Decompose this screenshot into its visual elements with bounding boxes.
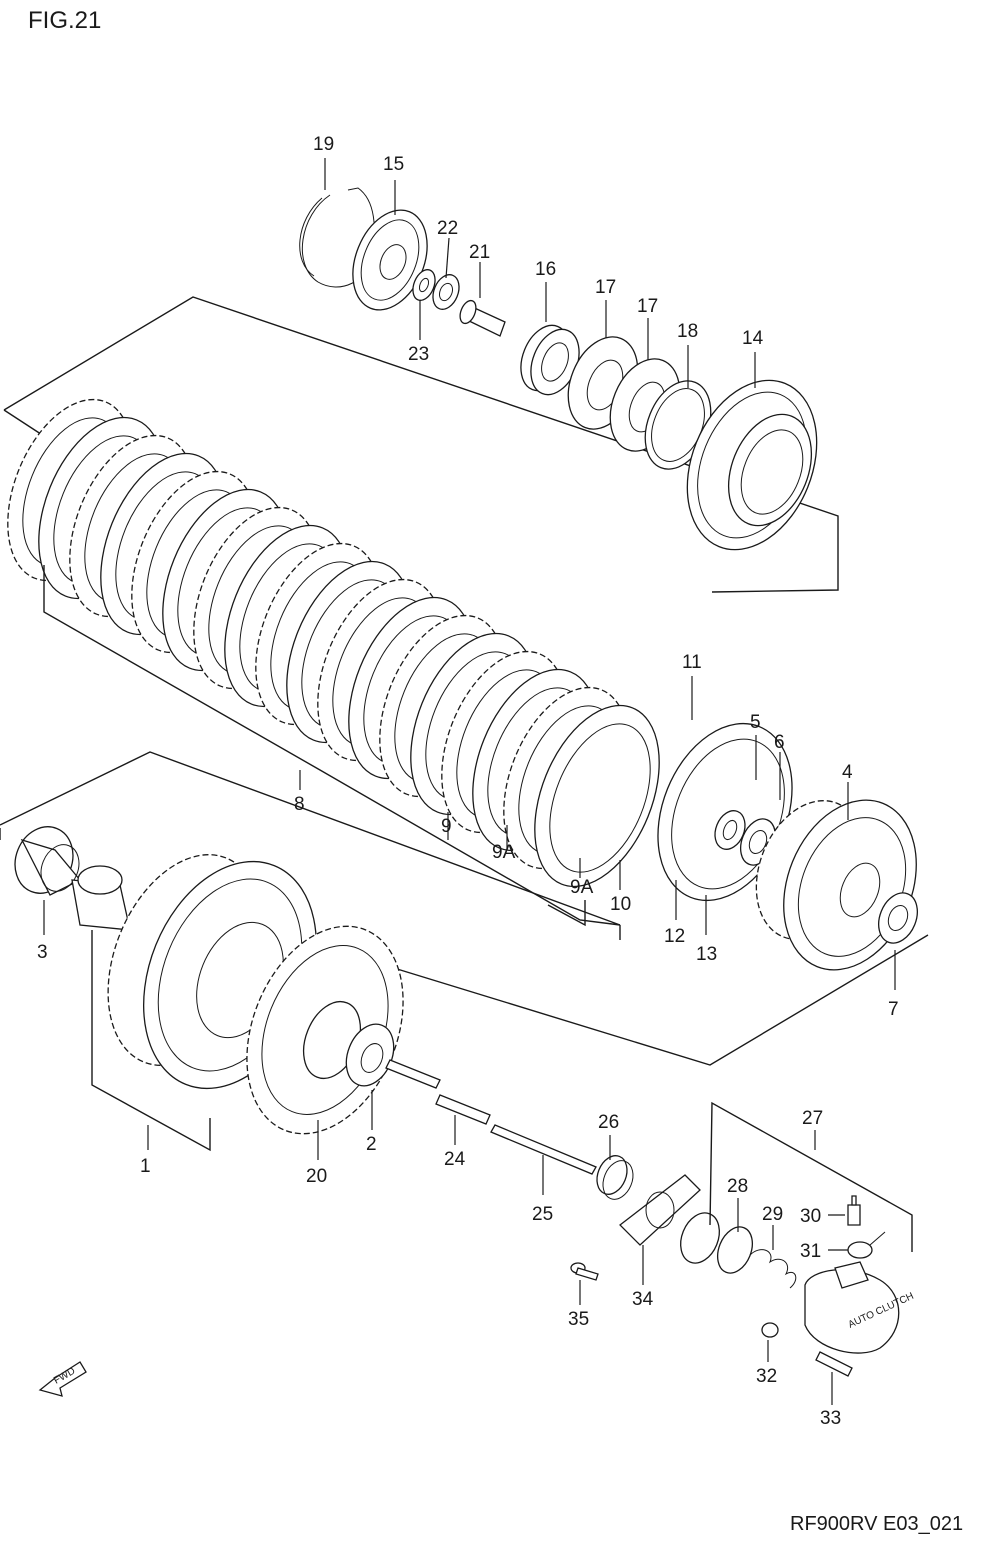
pin-21	[459, 299, 506, 337]
part-label-13: 13	[696, 944, 717, 965]
part-label-33: 33	[820, 1408, 841, 1429]
figure-code: RF900RV E03_021	[790, 1513, 963, 1535]
part-label-31: 31	[800, 1241, 821, 1262]
part-label-18: 18	[677, 321, 698, 342]
part-label-28: 28	[727, 1176, 748, 1197]
part-label-35: 35	[568, 1309, 589, 1330]
part-label-14: 14	[742, 328, 764, 349]
piston-26	[596, 1155, 634, 1200]
slave-cylinder-27: AUTO CLUTCH	[804, 1261, 916, 1354]
part-label-27: 27	[802, 1108, 823, 1129]
clutch-assembly-bracket	[0, 751, 929, 1066]
part-label-29: 29	[762, 1204, 783, 1225]
part-label-9a-2: 9A	[570, 877, 594, 898]
part-label-9a-1: 9A	[492, 842, 516, 863]
part-label-16: 16	[535, 259, 556, 280]
part-label-22: 22	[437, 218, 458, 239]
push-rod-24	[385, 1059, 491, 1125]
part-label-2: 2	[366, 1134, 377, 1155]
seal-28	[680, 1212, 753, 1274]
fwd-arrow-icon: FWD	[38, 1361, 87, 1397]
cap-32	[761, 1322, 779, 1338]
bolt-33	[815, 1351, 853, 1377]
sleeve-1a	[71, 865, 131, 931]
release-bearing-16	[520, 324, 580, 396]
part-label-25: 25	[532, 1204, 553, 1225]
part-label-17b: 17	[637, 296, 658, 317]
part-label-23: 23	[408, 344, 429, 365]
washer-23	[412, 269, 436, 301]
part-label-6: 6	[774, 732, 785, 753]
part-label-12: 12	[664, 926, 685, 947]
part-label-26: 26	[598, 1112, 619, 1133]
push-rod-25	[490, 1124, 597, 1175]
part-label-21: 21	[469, 242, 490, 263]
clutch-plate	[534, 704, 660, 888]
clutch-plates-stack	[7, 398, 660, 888]
bracket-27	[709, 1101, 913, 1252]
bolt-35	[570, 1262, 599, 1281]
bearing-22	[432, 274, 460, 310]
part-label-5: 5	[750, 712, 761, 733]
part-label-8: 8	[294, 794, 305, 815]
part-label-1: 1	[140, 1156, 151, 1177]
figure-title: FIG.21	[28, 7, 101, 34]
spring-29	[749, 1249, 797, 1289]
gasket-34	[619, 1174, 701, 1246]
part-label-30: 30	[800, 1206, 821, 1227]
part-label-10: 10	[610, 894, 631, 915]
part-label-20: 20	[306, 1166, 327, 1187]
part-label-11: 11	[682, 652, 702, 673]
part-label-7: 7	[888, 999, 899, 1020]
clutch-plate-inner	[549, 723, 651, 873]
clutch-plate-14	[686, 379, 818, 551]
part-label-15: 15	[383, 154, 404, 175]
washer-7	[878, 892, 918, 944]
part-label-34: 34	[632, 1289, 654, 1310]
part-label-32: 32	[756, 1366, 777, 1387]
part-label-9: 9	[441, 816, 452, 837]
leader-lines	[43, 158, 896, 1405]
part-label-17a: 17	[595, 277, 616, 298]
bleeder-30	[847, 1195, 861, 1226]
part-label-19: 19	[313, 134, 334, 155]
part-labels: 1 2 3 4 5 6 7 8 9 9A 9A 10 11 12 13 14 1…	[37, 134, 899, 1429]
part-label-3: 3	[37, 942, 48, 963]
part-label-4: 4	[842, 762, 853, 783]
part-label-24: 24	[444, 1149, 466, 1170]
clip-31	[847, 1231, 886, 1259]
pressure-plate-15	[352, 209, 428, 311]
